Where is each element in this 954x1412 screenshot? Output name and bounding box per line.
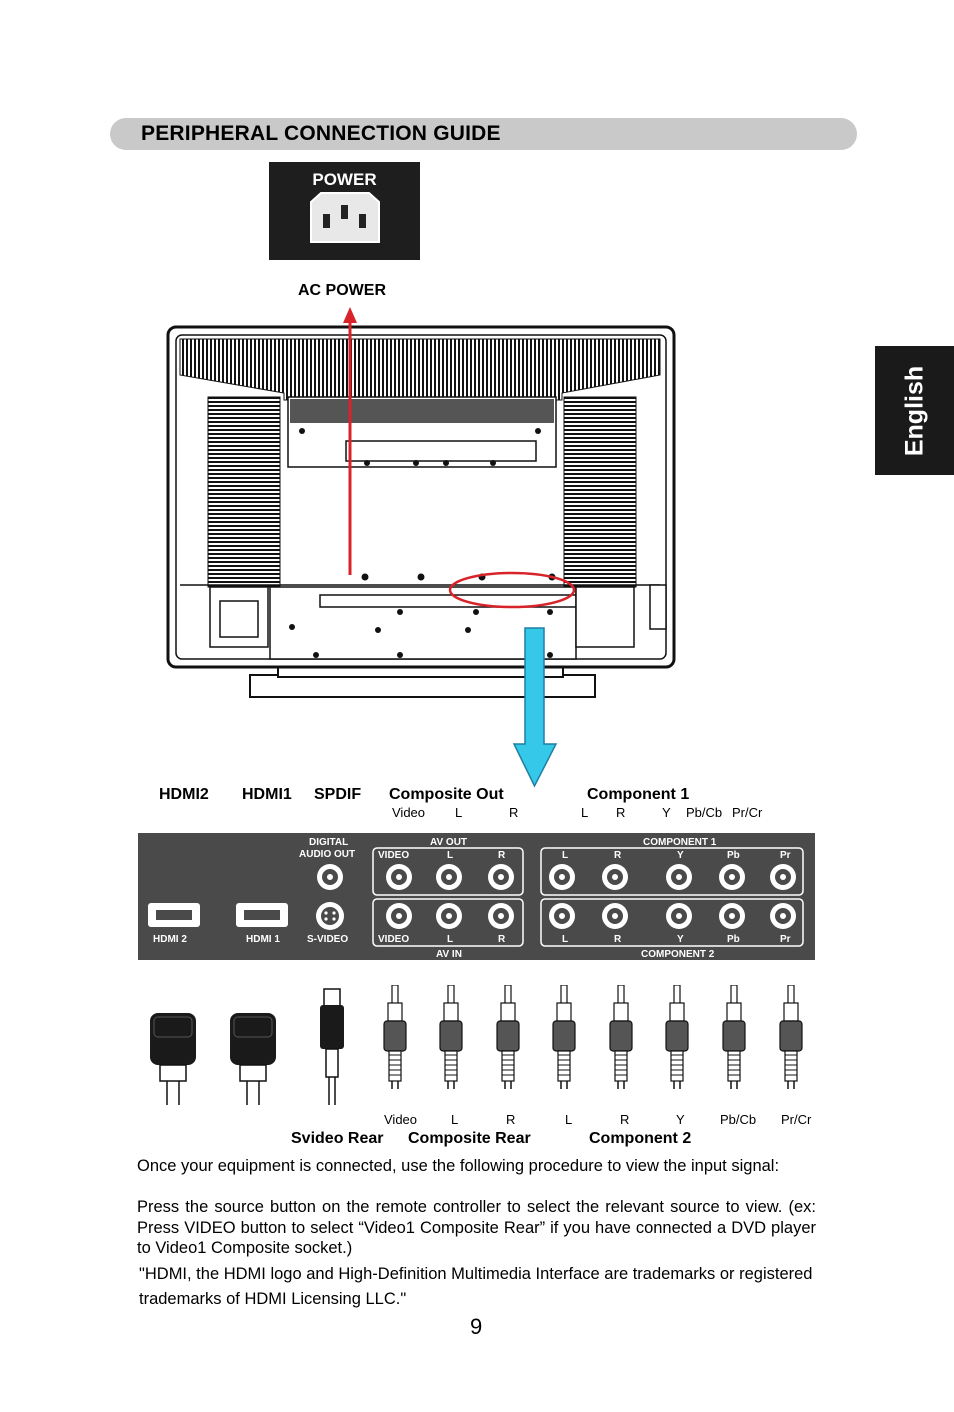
sublabel-video: Video (392, 805, 426, 820)
rca-jack-icon (549, 864, 575, 890)
panel-label-pr: Pr (780, 850, 791, 861)
pointer-arrow (343, 307, 357, 575)
panel-label-video: VIDEO (378, 850, 409, 861)
panel-label-r: R (614, 850, 622, 861)
rca-jack-icon (666, 903, 692, 929)
panel-label-s-video: S-VIDEO (307, 934, 348, 945)
rca-jack-icon (602, 864, 628, 890)
hdmi-cable-icon (150, 1013, 196, 1105)
rca-jack-icon (386, 903, 412, 929)
rca-jack-icon (666, 864, 692, 890)
rca-plug-icon (665, 985, 689, 1089)
sublabel-pr-cr: Pr/Cr (732, 805, 763, 820)
rca-jack-icon (549, 903, 575, 929)
panel-label-digital: DIGITAL (309, 837, 348, 848)
power-socket-label: POWER (312, 170, 377, 189)
panel-label-pb: Pb (727, 850, 740, 861)
sublabel-pb-cb: Pb/Cb (686, 805, 723, 820)
panel-label-l: L (447, 934, 453, 945)
sublabel-l: L (455, 805, 463, 820)
rca-jack-icon (770, 903, 796, 929)
rca-jack-icon (386, 864, 412, 890)
panel-label-r: R (498, 850, 506, 861)
panel-label-y: Y (677, 850, 684, 861)
panel-label-audio-out: AUDIO OUT (299, 849, 355, 860)
label-component-2: Component 2 (589, 1130, 692, 1147)
cable-sublabel-pb-cb: Pb/Cb (720, 1112, 757, 1127)
panel-label-l: L (562, 850, 568, 861)
tv-rear-illustration (166, 325, 676, 698)
panel-label-pb: Pb (727, 934, 740, 945)
language-tab-label: English (900, 365, 928, 456)
sublabel-r: R (509, 805, 519, 820)
ac-power-caption: AC POWER (298, 282, 386, 299)
rca-jack-icon (719, 903, 745, 929)
panel-label-r: R (614, 934, 622, 945)
rca-plug-icon (722, 985, 746, 1089)
rca-plug-icon (609, 985, 633, 1089)
panel-label-av-out: AV OUT (430, 837, 467, 848)
section-title: PERIPHERAL CONNECTION GUIDE (141, 122, 501, 145)
cable-sublabel-pr-cr: Pr/Cr (781, 1112, 812, 1127)
cable-sublabel-video: Video (384, 1112, 418, 1127)
rca-jack-icon (488, 864, 514, 890)
instruction-paragraph-1: Once your equipment is connected, use th… (137, 1157, 780, 1175)
rca-plug-icon (383, 985, 407, 1089)
trademark-notice: "HDMI, the HDMI logo and High-Definition… (139, 1265, 813, 1308)
label-hdmi1: HDMI1 (242, 786, 292, 803)
panel-label-l: L (447, 850, 453, 861)
language-tab: English (875, 346, 954, 475)
panel-label-video: VIDEO (378, 934, 409, 945)
sublabel-y: Y (662, 805, 671, 820)
panel-label-hdmi1: HDMI 1 (246, 934, 280, 945)
cable-sublabel-l: L (451, 1112, 459, 1127)
rca-jack-icon (436, 903, 462, 929)
cable-sublabel-y: Y (676, 1112, 685, 1127)
section-banner (110, 118, 857, 150)
rca-plug-icon (439, 985, 463, 1089)
rca-jack-icon (770, 864, 796, 890)
panel-label-r: R (498, 934, 506, 945)
cable-sublabel-r: R (506, 1112, 516, 1127)
panel-label-y: Y (677, 934, 684, 945)
panel-label-pr: Pr (780, 934, 791, 945)
rca-jack-icon (436, 864, 462, 890)
connector-panel: DIGITAL AUDIO OUT AV OUT AV IN COMPONENT… (138, 833, 815, 960)
label-svideo-rear: Svideo Rear (291, 1130, 384, 1147)
panel-label-hdmi2: HDMI 2 (153, 934, 187, 945)
label-component-1: Component 1 (587, 786, 690, 803)
rca-plug-icon (552, 985, 576, 1089)
signal-arrow (512, 627, 558, 788)
rca-plug-icon (496, 985, 520, 1089)
s-video-cable-icon (320, 988, 344, 1105)
panel-label-av-in: AV IN (436, 949, 462, 960)
label-composite-rear: Composite Rear (408, 1130, 531, 1147)
panel-label-component-1: COMPONENT 1 (643, 837, 717, 848)
cable-sublabel-r: R (620, 1112, 630, 1127)
cable-sublabel-l: L (565, 1112, 573, 1127)
label-composite-out: Composite Out (389, 786, 504, 803)
rca-socket-icons (317, 864, 796, 929)
power-socket-inset: POWER (269, 162, 420, 260)
panel-label-component-2: COMPONENT 2 (641, 949, 715, 960)
label-spdif: SPDIF (314, 786, 362, 803)
instruction-paragraph-2: Press the source button on the remote co… (137, 1198, 816, 1257)
rca-jack-icon (602, 903, 628, 929)
rca-jack-icon (719, 864, 745, 890)
label-hdmi2: HDMI2 (159, 786, 209, 803)
page-number: 9 (470, 1314, 483, 1339)
sublabel-r: R (616, 805, 626, 820)
ac-socket-icon (310, 192, 380, 243)
panel-label-l: L (562, 934, 568, 945)
rca-plug-icon (779, 985, 803, 1089)
sublabel-l: L (581, 805, 589, 820)
rca-jack-icon (488, 903, 514, 929)
hdmi-cable-icon (230, 1013, 276, 1105)
rca-jack-icon (317, 864, 343, 890)
cables-illustration (150, 985, 803, 1105)
